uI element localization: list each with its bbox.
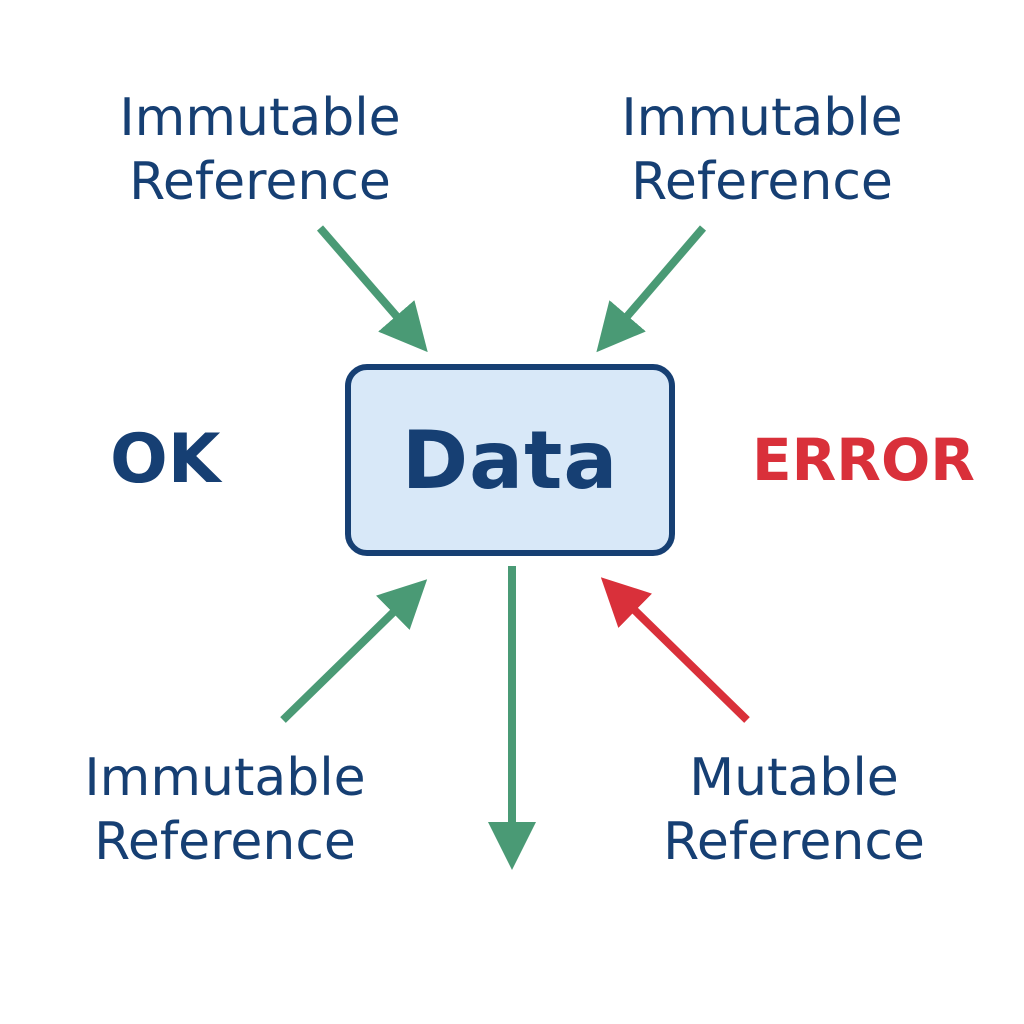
arrow-bottom-right-to-data [600, 577, 750, 723]
reference-word: Reference [129, 152, 391, 212]
arrow-bottom-left-to-data [280, 579, 428, 723]
reference-kind: Immutable [621, 88, 903, 148]
reference-label-top-left: Immutable Reference [100, 86, 420, 214]
status-error-label: ERROR [752, 426, 975, 494]
arrow-top-right-to-data [596, 225, 707, 353]
reference-label-bottom-left: Immutable Reference [65, 746, 385, 874]
reference-kind: Immutable [84, 748, 366, 808]
data-node: Data [345, 364, 675, 556]
reference-word: Reference [94, 812, 356, 872]
reference-word: Reference [631, 152, 893, 212]
arrow-top-left-to-data [316, 225, 428, 353]
reference-label-bottom-right: Mutable Reference [634, 746, 954, 874]
reference-label-top-right: Immutable Reference [602, 86, 922, 214]
reference-kind: Immutable [119, 88, 401, 148]
data-node-label: Data [401, 413, 619, 507]
reference-kind: Mutable [689, 748, 899, 808]
reference-word: Reference [663, 812, 925, 872]
status-ok-label: OK [110, 420, 221, 499]
